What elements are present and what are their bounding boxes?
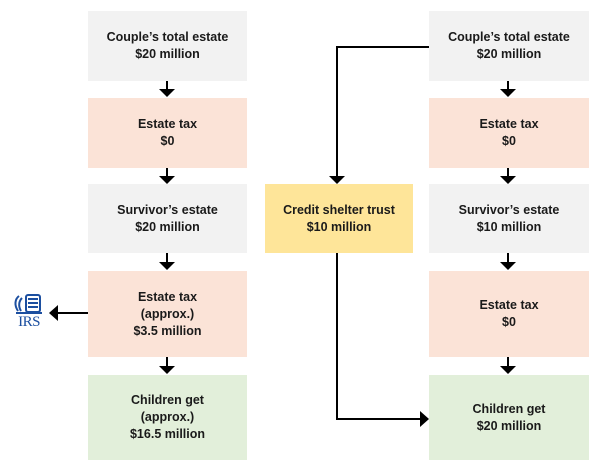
connector (507, 81, 509, 90)
box-line: $20 million (476, 418, 542, 433)
box-line: $20 million (135, 47, 200, 61)
connector (507, 357, 509, 367)
connector (336, 418, 421, 420)
box-line: Estate tax (479, 117, 539, 131)
connector (166, 81, 168, 90)
box-line: $10 million (306, 219, 372, 234)
arrow-down-icon (500, 176, 516, 184)
box-line: $16.5 million (129, 427, 206, 441)
left-survivor-estate-box: Survivor’s estate $20 million (88, 184, 247, 253)
connector (166, 253, 168, 263)
arrow-down-icon (500, 262, 516, 270)
box-line: Survivor’s estate (458, 202, 560, 217)
connector (507, 168, 509, 177)
arrow-down-icon (500, 366, 516, 374)
box-line: $0 (160, 134, 175, 148)
right-estate-tax-box-1: Estate tax $0 (429, 98, 589, 168)
connector (166, 357, 168, 367)
arrow-down-icon (329, 176, 345, 184)
irs-logo: IRS (12, 293, 46, 331)
arrow-down-icon (159, 262, 175, 270)
irs-text: IRS (18, 314, 40, 330)
box-line: Children get (472, 401, 546, 416)
right-survivor-estate-box: Survivor’s estate $10 million (429, 184, 589, 253)
box-line: Children get (131, 393, 204, 407)
box-line: Credit shelter trust (283, 202, 395, 217)
box-line: $20 million (476, 47, 542, 61)
box-line: Couple’s total estate (106, 30, 229, 44)
irs-eagle-icon (14, 294, 42, 314)
box-line: Estate tax (137, 289, 198, 304)
connector (336, 46, 338, 176)
box-line: (approx.) (140, 410, 195, 424)
box-line: Estate tax (137, 117, 198, 131)
connector (507, 253, 509, 263)
connector (336, 253, 338, 420)
left-estate-tax-box-2: Estate tax (approx.) $3.5 million (88, 271, 247, 357)
arrow-down-icon (159, 89, 175, 97)
connector (58, 312, 88, 314)
box-line: Survivor’s estate (117, 202, 218, 217)
arrow-right-icon (420, 411, 429, 427)
box-line: $3.5 million (133, 323, 202, 338)
right-children-get-box: Children get $20 million (429, 375, 589, 460)
arrow-down-icon (159, 176, 175, 184)
arrow-down-icon (159, 366, 175, 374)
left-estate-tax-box-1: Estate tax $0 (88, 98, 247, 168)
connector (166, 168, 168, 177)
box-line: Couple’s total estate (448, 30, 570, 44)
right-couple-estate-box: Couple’s total estate $20 million (429, 11, 589, 81)
left-children-get-box: Children get (approx.) $16.5 million (88, 375, 247, 460)
right-estate-tax-box-2: Estate tax $0 (429, 271, 589, 357)
left-couple-estate-box: Couple’s total estate $20 million (88, 11, 247, 81)
arrow-left-icon (49, 305, 58, 321)
box-line: Estate tax (479, 298, 539, 312)
box-line: $0 (502, 134, 516, 148)
box-line: (approx.) (140, 306, 195, 321)
connector (336, 46, 429, 48)
box-line: $0 (502, 315, 516, 329)
credit-shelter-trust-box: Credit shelter trust $10 million (265, 184, 413, 253)
box-line: $20 million (135, 219, 200, 234)
box-line: $10 million (476, 219, 542, 234)
arrow-down-icon (500, 89, 516, 97)
